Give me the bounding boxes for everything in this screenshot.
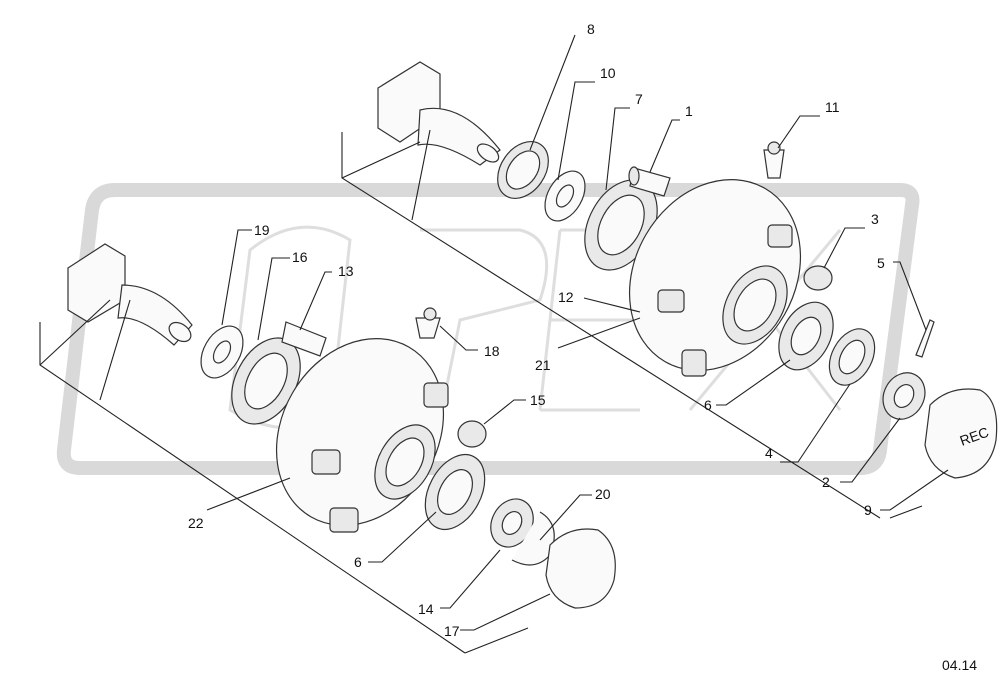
lower-axle	[67, 243, 193, 346]
callout-1: 1	[685, 103, 693, 119]
upper-hub-21	[628, 179, 802, 377]
callout-6-lower: 6	[354, 554, 362, 570]
callout-6-upper: 6	[704, 397, 712, 413]
page-number: 04.14	[942, 657, 977, 673]
upper-castle-nut-2	[882, 372, 926, 420]
callout-10: 10	[600, 65, 616, 81]
leader-lines	[39, 34, 949, 654]
upper-axle	[377, 61, 501, 166]
lower-washer-19	[200, 325, 244, 379]
callout-4: 4	[765, 445, 773, 461]
callout-16: 16	[292, 249, 308, 265]
upper-nut-3	[803, 265, 833, 291]
upper-cotter-pin-5	[915, 319, 935, 358]
upper-seal-4	[828, 328, 876, 386]
callout-12: 12	[558, 289, 574, 305]
upper-grease-nipple-11	[763, 141, 785, 179]
callout-13: 13	[338, 263, 354, 279]
callout-17: 17	[444, 623, 460, 639]
callout-9: 9	[864, 502, 872, 518]
upper-bearing-6	[778, 301, 834, 371]
callout-7: 7	[635, 91, 643, 107]
callout-5: 5	[877, 255, 885, 271]
lower-nut-15	[457, 420, 487, 448]
callout-21: 21	[535, 357, 551, 373]
lower-cap-17	[545, 528, 616, 609]
lower-bearing-16	[231, 337, 301, 425]
callout-labels: 8 10 7 1 11 3 5 12 21 6 4 2 9 19 16 13 1…	[188, 21, 885, 639]
lower-grease-nipple-18	[415, 307, 441, 339]
callout-14: 14	[418, 601, 434, 617]
upper-seal-ring-8	[497, 141, 549, 199]
callout-18: 18	[484, 343, 500, 359]
callout-2: 2	[822, 474, 830, 490]
callout-20: 20	[595, 486, 611, 502]
upper-washer-10	[544, 170, 586, 222]
callout-15: 15	[530, 392, 546, 408]
callout-19: 19	[254, 222, 270, 238]
callout-11: 11	[825, 99, 840, 115]
upper-cap-9: REC	[924, 388, 998, 479]
lower-castle-nut-14	[490, 498, 534, 548]
callout-22: 22	[188, 515, 204, 531]
lower-stud-13	[281, 321, 327, 357]
callout-8: 8	[587, 21, 595, 37]
lower-hub-22	[275, 337, 449, 533]
callout-3: 3	[871, 211, 879, 227]
upper-stud-1	[628, 166, 671, 197]
lower-bearing-6	[424, 454, 486, 530]
